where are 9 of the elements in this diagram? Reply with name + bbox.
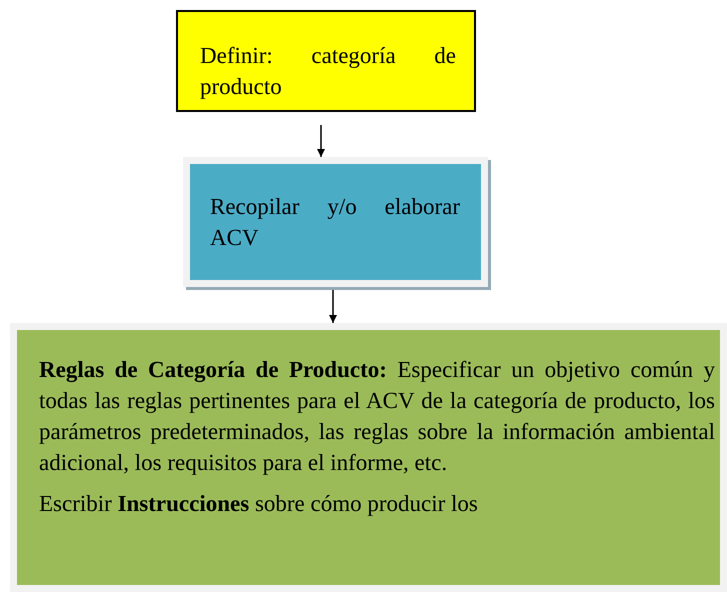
arrow [317, 125, 325, 157]
definition-box [176, 10, 476, 112]
box-text: Definir: categoría de producto [200, 42, 456, 101]
box-note: Escribir Instrucciones sobre cómo producir los [39, 490, 479, 518]
process-box [183, 157, 488, 287]
rules-box [10, 323, 727, 592]
arrow [329, 288, 337, 323]
box-text: Reglas de Categoría de Producto: Especificar un objetivo común y todas las reglas pertinentes para el ACV de la categoría de producto, los parámetros predeterminados, las reglas sobre la información ambiental adicional, los requisitos para el informe, etc. [39, 356, 715, 477]
box-text: Recopilar y/o elaborar ACV [210, 193, 460, 252]
